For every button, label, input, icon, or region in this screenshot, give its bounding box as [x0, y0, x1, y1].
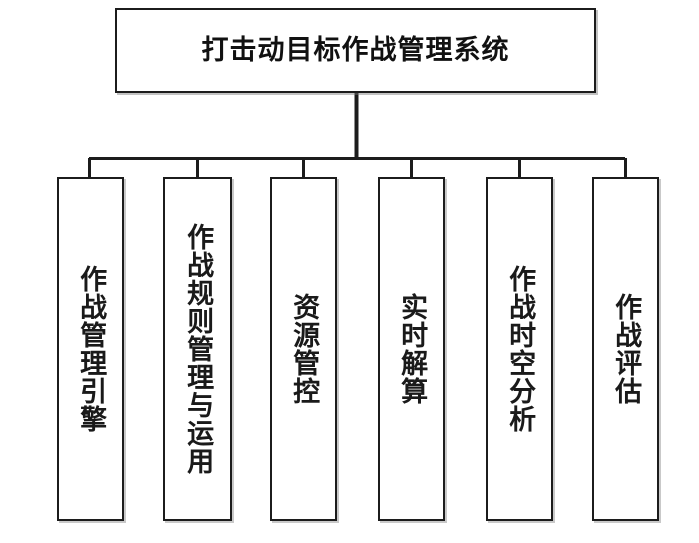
child-node-label-4: 实时解算 [396, 293, 428, 405]
child-node-label-1: 作战管理引擎 [75, 265, 107, 433]
child-node-label-6: 作战评估 [610, 293, 642, 405]
child-node-label-3: 资源管控 [288, 293, 320, 405]
child-node-label-2: 作战规则管理与运用 [182, 223, 214, 475]
root-node-box[interactable]: 打击动目标作战管理系统 [115, 8, 596, 93]
root-node-title: 打击动目标作战管理系统 [201, 35, 510, 66]
child-node-box-1[interactable]: 作战管理引擎 [57, 177, 124, 521]
child-node-label-5: 作战时空分析 [504, 265, 536, 433]
child-node-box-6[interactable]: 作战评估 [592, 177, 659, 521]
child-node-box-2[interactable]: 作战规则管理与运用 [163, 177, 232, 521]
child-node-box-3[interactable]: 资源管控 [270, 177, 337, 521]
child-node-box-4[interactable]: 实时解算 [378, 177, 445, 521]
child-node-box-5[interactable]: 作战时空分析 [486, 177, 553, 521]
